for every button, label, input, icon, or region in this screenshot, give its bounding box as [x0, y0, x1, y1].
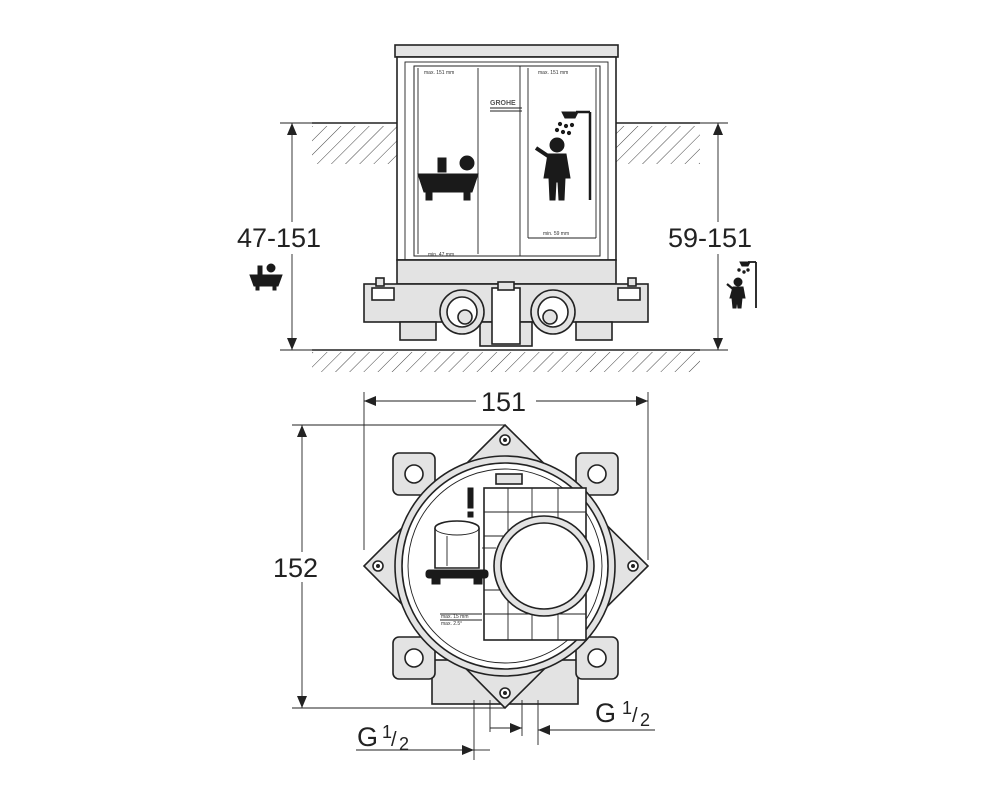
bath-max-label: max. 151 mm	[424, 70, 454, 76]
dimension-bath: 47-151	[237, 122, 338, 351]
dimension-height: 152	[270, 424, 505, 709]
shower-max-label: max. 151 mm	[538, 70, 568, 76]
height-dimension: 152	[273, 553, 318, 583]
thread-right-den: 2	[640, 710, 650, 730]
thread-label-left: G 1 / 2	[357, 722, 409, 754]
shower-person-icon-small	[726, 261, 757, 309]
svg-text:/: /	[632, 705, 638, 727]
max-angle-label: max. 2.5°	[441, 621, 462, 627]
thread-left-g: G	[357, 722, 378, 752]
shower-person-icon	[534, 110, 592, 201]
thread-left-num: 1	[382, 722, 392, 742]
wall-surface-bottom	[312, 349, 700, 372]
max-depth-label: max. 15 mm	[441, 614, 469, 620]
thread-left-den: 2	[399, 734, 409, 754]
top-view: 151 152	[270, 386, 655, 760]
side-view: max. 151 mm min. 47 mm max. 151 mm min. …	[237, 44, 766, 372]
thread-label-right: G 1 / 2	[595, 698, 650, 730]
mounting-base	[363, 277, 649, 347]
shower-min-label: min. 59 mm	[543, 231, 569, 237]
brand-logo: GROHE	[490, 100, 516, 107]
bathtub-icon	[417, 155, 479, 201]
bath-range-dimension: 47-151	[237, 223, 321, 253]
cartridge-icon	[425, 520, 496, 585]
bath-min-label: min. 47 mm	[428, 252, 454, 258]
shower-range-dimension: 59-151	[668, 223, 752, 253]
dimension-width: 151	[363, 386, 649, 560]
thread-dimensions	[356, 700, 655, 760]
wall-surface-top	[312, 122, 700, 164]
bathtub-icon-small	[249, 263, 283, 291]
warning-icon	[467, 487, 474, 518]
thread-right-num: 1	[622, 698, 632, 718]
dimension-shower: 59-151	[666, 122, 766, 351]
thread-right-g: G	[595, 698, 616, 728]
svg-text:/: /	[391, 729, 397, 751]
label-panel: max. 151 mm min. 47 mm max. 151 mm min. …	[413, 65, 601, 258]
width-dimension: 151	[481, 387, 526, 417]
